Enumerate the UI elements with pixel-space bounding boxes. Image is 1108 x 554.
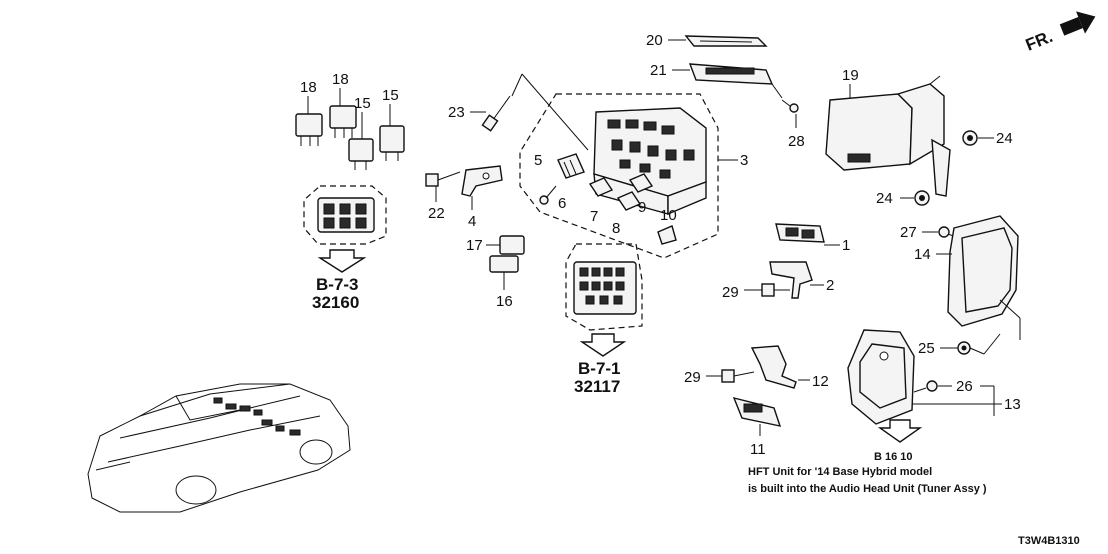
label-28: 28 [788, 133, 805, 150]
label-4: 4 [468, 213, 476, 230]
label-17: 17 [466, 237, 483, 254]
part-20-cover [684, 35, 768, 47]
label-1: 1 [842, 237, 850, 254]
front-direction-label: FR. [1023, 27, 1056, 55]
note-line-1: HFT Unit for '14 Base Hybrid model [748, 466, 932, 478]
part-24-nut-lower [914, 190, 930, 206]
label-15a: 15 [354, 95, 371, 112]
part-3-fuse-box [593, 107, 707, 216]
note-line-2: is built into the Audio Head Unit (Tuner… [748, 483, 987, 495]
fuse-box-outline [519, 93, 719, 259]
part-21-module [688, 63, 783, 99]
part-11-sensor [732, 396, 782, 427]
label-19: 19 [842, 67, 859, 84]
label-3: 3 [740, 152, 748, 169]
front-direction-indicator: FR. [1023, 11, 1096, 55]
part-1-switch [775, 223, 825, 243]
label-21: 21 [650, 62, 667, 79]
part-9-clip [628, 173, 654, 193]
part-22-bolt [425, 171, 461, 187]
part-5-clip [557, 153, 585, 179]
label-20: 20 [646, 32, 663, 49]
label-23: 23 [448, 104, 465, 121]
part-19-control-unit [825, 75, 951, 197]
ref-code-b71: B-7-1 [578, 359, 621, 378]
label-11: 11 [750, 441, 766, 458]
ref-arrow-b73 [317, 249, 367, 273]
ref-arrow-b1610 [877, 419, 923, 443]
part-24-nut-upper [962, 130, 978, 146]
relay-18-left [295, 113, 323, 137]
label-9: 9 [638, 199, 646, 216]
part-17-connector [499, 235, 525, 255]
label-8: 8 [612, 220, 620, 237]
part-10-clip [657, 225, 677, 245]
label-24b: 24 [876, 190, 893, 207]
part-2-bracket [769, 261, 813, 299]
part-28-screw [781, 99, 799, 113]
ref-arrow-b71 [579, 333, 627, 357]
part-29-bolt-lower [721, 369, 755, 383]
part-12-bracket [750, 345, 797, 389]
relay-15-right [379, 125, 405, 153]
part-13-unit [847, 329, 915, 425]
label-25: 25 [918, 340, 935, 357]
relay-15-left [348, 138, 374, 162]
label-24a: 24 [996, 130, 1013, 147]
label-27: 27 [900, 224, 917, 241]
ref-code-b1610: B 16 10 [874, 451, 913, 463]
relay-group [295, 88, 405, 170]
label-5: 5 [534, 152, 542, 169]
label-13: 13 [1004, 396, 1021, 413]
label-18b: 18 [332, 71, 349, 88]
label-12: 12 [812, 373, 829, 390]
label-16: 16 [496, 293, 513, 310]
label-18a: 18 [300, 79, 317, 96]
label-29a: 29 [722, 284, 739, 301]
part-26-screw [913, 380, 938, 393]
part-4-bracket [461, 165, 503, 197]
relay-block-b73 [317, 197, 375, 233]
ref-num-b73: 32160 [312, 293, 359, 312]
fuse-block-b71 [573, 261, 637, 315]
relay-18-right [329, 105, 357, 129]
part-14-unit [947, 215, 1021, 340]
part-6-screw [539, 185, 557, 205]
label-6: 6 [558, 195, 566, 212]
part-8-clip [616, 191, 642, 211]
label-2: 2 [826, 277, 834, 294]
label-26: 26 [956, 378, 973, 395]
vehicle-silhouette [87, 383, 351, 513]
diagram-code: T3W4B1310 [1018, 535, 1080, 547]
part-23-bolt [481, 95, 511, 132]
label-14: 14 [914, 246, 931, 263]
label-10: 10 [660, 207, 677, 224]
label-15b: 15 [382, 87, 399, 104]
part-16-connector [489, 255, 519, 273]
label-22: 22 [428, 205, 445, 222]
part-7-clip [588, 177, 614, 197]
label-29b: 29 [684, 369, 701, 386]
part-25-nut [957, 341, 971, 355]
part-29-bolt-upper [761, 283, 790, 297]
ref-code-b73: B-7-3 [316, 275, 359, 294]
ref-num-b71: 32117 [574, 377, 620, 396]
label-7: 7 [590, 208, 598, 225]
